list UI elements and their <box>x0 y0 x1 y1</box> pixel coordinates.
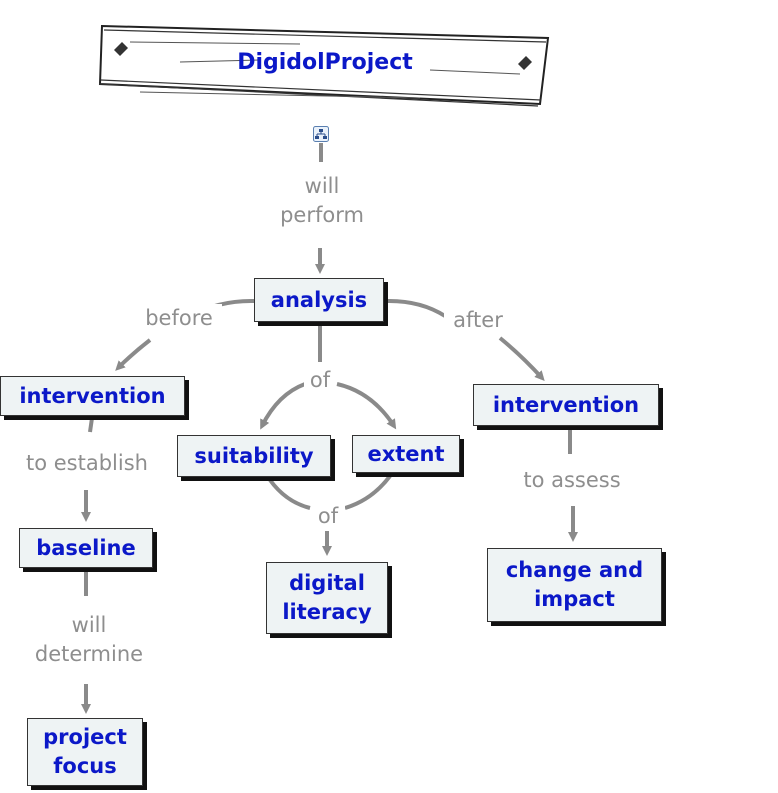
link-to-assess: to assess <box>510 466 634 495</box>
page-title: DigidolProject <box>100 22 550 102</box>
link-to-establish: to establish <box>14 449 160 478</box>
link-of-top: of <box>304 366 336 395</box>
concept-extent[interactable]: extent <box>352 435 460 473</box>
concept-analysis[interactable]: analysis <box>254 278 384 322</box>
concept-label: impact <box>534 585 615 614</box>
concept-suitability[interactable]: suitability <box>177 435 331 477</box>
concept-map-icon[interactable] <box>313 126 329 142</box>
concept-label: change and <box>506 556 643 585</box>
link-before: before <box>136 304 222 333</box>
concept-intervention-before[interactable]: intervention <box>0 376 185 416</box>
link-of-bottom: of <box>311 502 345 531</box>
concept-project-focus[interactable]: project focus <box>27 718 143 786</box>
concept-baseline[interactable]: baseline <box>19 528 153 568</box>
concept-label: digital <box>289 569 365 598</box>
link-label: perform <box>270 201 374 230</box>
link-label: determine <box>22 640 156 669</box>
concept-label: literacy <box>282 598 371 627</box>
link-label: will <box>270 172 374 201</box>
link-will-perform: will perform <box>270 172 374 230</box>
concept-intervention-after[interactable]: intervention <box>473 384 659 426</box>
concept-label: focus <box>53 752 116 781</box>
concept-label: project <box>43 723 127 752</box>
link-label: will <box>22 611 156 640</box>
link-will-determine: will determine <box>22 611 156 669</box>
concept-digital-literacy[interactable]: digital literacy <box>266 562 388 634</box>
link-after: after <box>444 306 512 335</box>
concept-change-and-impact[interactable]: change and impact <box>487 548 662 622</box>
